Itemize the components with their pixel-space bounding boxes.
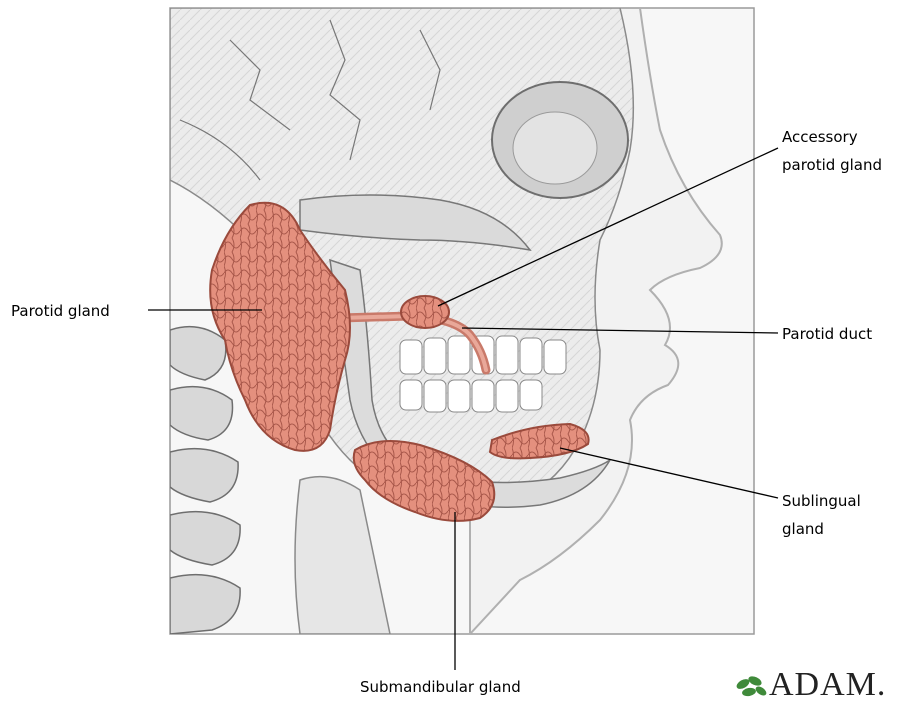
label-sublingual-line1: Sublingual: [782, 492, 861, 510]
label-submandibular-gland: Submandibular gland: [360, 678, 521, 696]
adam-logo: ADAM.: [733, 668, 886, 702]
label-parotid-gland: Parotid gland: [11, 302, 110, 320]
label-sublingual-line2: gland: [782, 520, 824, 538]
leaf-icon: [733, 672, 769, 702]
label-accessory-parotid-line2: parotid gland: [782, 156, 882, 174]
logo-text: ADAM.: [769, 668, 886, 702]
label-accessory-parotid-line1: Accessory: [782, 128, 858, 146]
accessory-parotid-gland: [401, 296, 449, 328]
label-parotid-duct: Parotid duct: [782, 325, 872, 343]
